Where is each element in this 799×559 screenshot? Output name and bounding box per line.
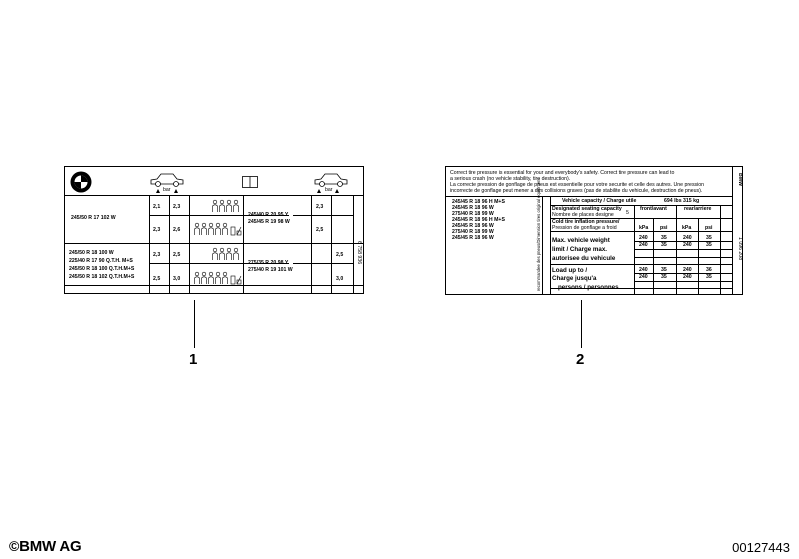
load-val: 240 [683,274,692,280]
pressure-value: 2,5 [173,252,181,258]
pressure-value: 2,6 [173,227,181,233]
copyright-icon: © [9,538,20,554]
tire-size: 245/45 R 18 96 W [452,235,494,241]
load-val: 240 [639,274,648,280]
pressure-value: 2,3 [153,227,161,233]
seating-fr: Nombre de places designe [552,212,614,218]
pressure-value: 2,5 [316,227,324,233]
tire-size: 245/45 R 18 96 H M+S [452,217,505,223]
load-line-2: Charge jusqu'a [552,275,597,282]
seating-value: 5 [626,210,629,216]
pressure-value: 2,5 [153,276,161,282]
load-line-3: persons / personnes [558,284,619,291]
capacity-value: 694 lbs 315 kg [664,198,700,204]
tire-size-b3: 245/50 R 18 100 Q.T.H.M+S [69,266,135,272]
tire-size-c2: 245/45 R 19 98 W [248,219,290,225]
load-val: 35 [661,267,667,273]
pressure-value: 2,3 [316,204,324,210]
tire-pressure-label-2[interactable]: Correct tire pressure is essential for y… [445,166,743,295]
intro-line-2: a serious crash (no vehicle stability, t… [450,176,571,182]
front-header: front/avant [640,206,667,212]
tire-size-b2: 225/40 R 17 90 Q.T.H. M+S [69,258,133,264]
max-weight-line-2: limit / Charge max. [552,246,608,253]
footer-brand: ©BMW AG [9,538,82,555]
car-side-icon [150,173,184,187]
label1-part-number: 6 758 936 [356,241,362,265]
tire-size-c1: 245/40 R 20 95 Y [248,212,289,218]
max-val: 240 [639,235,648,241]
pressure-value: 2,1 [153,204,161,210]
footer-brand-text: BMW AG [19,538,82,555]
capacity-label: Vehicle capacity / Charge utile [562,198,637,204]
rear-header: rear/arriere [684,206,712,212]
occupants-full-icon-b [194,271,242,285]
load-val: 240 [683,267,692,273]
callout-line-2 [581,300,582,348]
pressure-value: 3,0 [173,276,181,282]
kpa-header: kPa [639,225,649,231]
tire-size-b4: 245/50 R 18 102 Q.T.H.M+S [69,274,135,280]
car-side-loaded-icon [314,173,348,187]
tire-size-a: 245/50 R 17 102 W [71,215,116,221]
load-val: 240 [639,267,648,273]
tire-size-d2: 275/40 R 19 101 W [248,267,293,273]
occupants-full-icon [194,222,242,236]
max-val: 35 [661,242,667,248]
max-val: 240 [639,242,648,248]
pressure-arrow-icon [156,189,178,193]
callout-line-1 [194,300,195,348]
intro-line-1: Correct tire pressure is essential for y… [450,170,675,176]
callout-1[interactable]: 1 [189,351,198,368]
footer-code: 00127443 [732,540,790,555]
intro-line-4: incorrecte de gonflage peut mener a des … [450,188,703,194]
tire-pressure-label-1[interactable]: bar bar 245/50 R 17 102 W 245/50 R 18 10… [64,166,364,294]
kpa-header: kPa [682,225,692,231]
tire-size: 245/45 R 18 96 W [452,223,494,229]
tire-size: 245/45 R 18 96 W [452,205,494,211]
bmw-logo-icon [70,171,92,193]
tire-size: 275/40 R 18 99 W [452,229,494,235]
max-val: 35 [706,235,712,241]
pressure-arrow-icon-right [317,189,339,193]
tire-dimension-rotated: recommandee des pneus/Dimension tires or… [536,178,541,291]
pressure-value: 2,5 [336,252,344,258]
tire-size-b1: 245/50 R 18 100 W [69,250,114,256]
load-val: 35 [661,274,667,280]
cold-fr: Pression de gonflage a froid [552,225,617,231]
callout-2[interactable]: 2 [576,351,585,368]
psi-header: psi [705,225,713,231]
label2-part-number: 1 096 208 [737,237,743,261]
tire-size: 245/45 R 18 96 H M+S [452,199,505,205]
psi-header: psi [660,225,668,231]
max-weight-line-1: Max. vehicle weight [552,237,610,244]
occupants-two-icon-b [212,247,239,260]
cold-en: Cold tire inflation pressure/ [552,219,620,225]
label2-brand: BMW [737,173,743,186]
bar-unit-right: bar [325,187,333,193]
occupants-two-icon [212,199,239,212]
pressure-value: 2,3 [153,252,161,258]
bar-unit-left: bar [163,187,171,193]
max-weight-line-3: autorisee du vehicule [552,255,616,262]
max-val: 35 [661,235,667,241]
seating-en: Designated seating capacity [552,206,622,212]
load-val: 35 [706,274,712,280]
tire-size: 275/40 R 18 99 W [452,211,494,217]
pressure-value: 2,3 [173,204,181,210]
load-val: 36 [706,267,712,273]
max-val: 240 [683,242,692,248]
pressure-value: 3,0 [336,276,344,282]
max-val: 35 [706,242,712,248]
intro-line-3: La correcte pression de gonflage de pneu… [450,182,705,188]
manual-book-icon [242,176,258,188]
load-line-1: Load up to / [552,267,588,274]
tire-size-d1: 275/35 R 20 98 Y [248,260,289,266]
max-val: 240 [683,235,692,241]
